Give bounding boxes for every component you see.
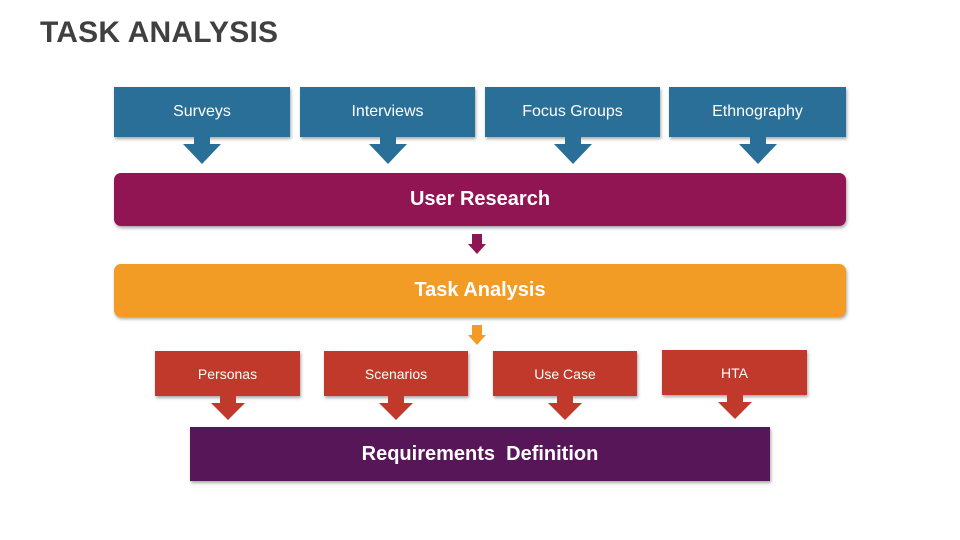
down-arrow-icon — [368, 144, 407, 164]
callout-scenarios: Scenarios — [324, 351, 468, 421]
task-analysis-bar: Task Analysis — [114, 264, 846, 317]
callout-ethnography: Ethnography — [669, 87, 846, 165]
down-arrow-icon — [467, 234, 487, 256]
callout-stem — [379, 137, 396, 145]
callout-label: Scenarios — [324, 351, 468, 396]
requirements-definition-bar: Requirements Definition — [190, 427, 770, 481]
down-arrow-icon — [717, 402, 752, 419]
callout-stem — [219, 396, 236, 404]
page-title: TASK ANALYSIS — [40, 16, 279, 49]
callout-surveys: Surveys — [114, 87, 290, 165]
callout-interviews: Interviews — [300, 87, 475, 165]
down-arrow-icon — [738, 144, 777, 164]
callout-focus-groups: Focus Groups — [485, 87, 660, 165]
callout-label: Use Case — [493, 351, 637, 396]
down-arrow-icon — [548, 403, 582, 420]
callout-label: Interviews — [300, 87, 475, 137]
callout-hta: HTA — [662, 350, 807, 420]
callout-stem — [557, 396, 573, 404]
callout-personas: Personas — [155, 351, 300, 421]
down-arrow-icon — [183, 144, 221, 164]
callout-label: Ethnography — [669, 87, 846, 137]
callout-stem — [726, 395, 743, 403]
user-research-bar: User Research — [114, 173, 846, 226]
down-arrow-icon — [553, 144, 592, 164]
callout-label: Surveys — [114, 87, 290, 137]
down-arrow-icon — [210, 403, 245, 420]
callout-label: HTA — [662, 350, 807, 395]
callout-stem — [564, 137, 581, 145]
callout-stem — [388, 396, 404, 404]
down-arrow-icon — [467, 325, 487, 347]
callout-use-case: Use Case — [493, 351, 637, 421]
callout-label: Focus Groups — [485, 87, 660, 137]
callout-stem — [749, 137, 766, 145]
callout-label: Personas — [155, 351, 300, 396]
callout-stem — [194, 137, 210, 145]
down-arrow-icon — [379, 403, 413, 420]
